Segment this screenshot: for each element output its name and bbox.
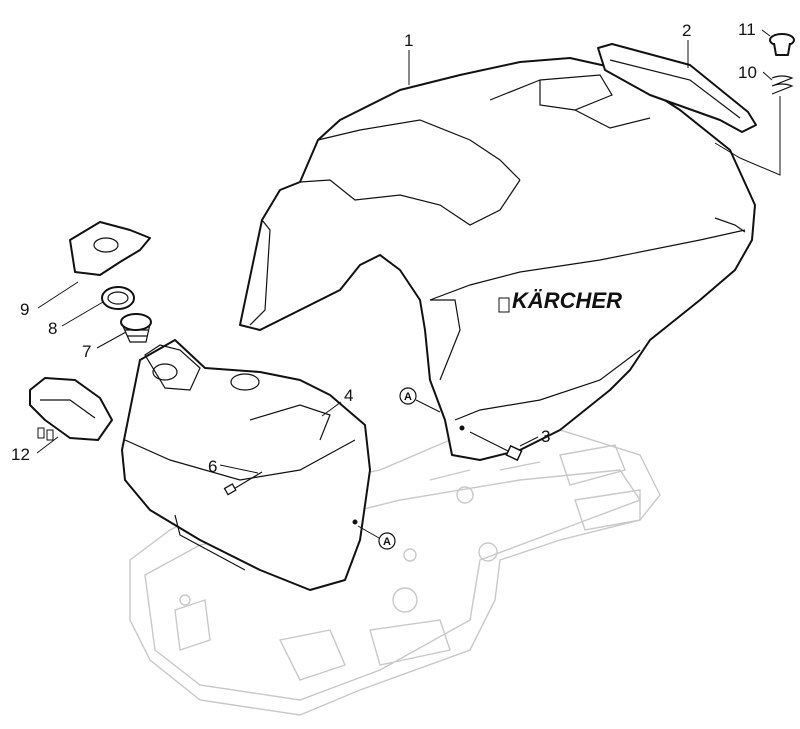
brand-label: KÄRCHER	[512, 288, 622, 313]
ring-part	[101, 286, 135, 310]
svg-text:A: A	[383, 536, 391, 548]
callout-2: 2	[682, 21, 691, 40]
callout-7: 7	[82, 342, 91, 361]
bolt-part	[223, 471, 263, 496]
plug-part	[769, 33, 795, 56]
lid-plate-part	[597, 43, 757, 133]
screw-part	[469, 431, 523, 462]
hood-cover-part: KÄRCHER	[239, 57, 756, 461]
cap-part	[69, 221, 151, 276]
reference-marker-a-lower: A	[378, 532, 396, 550]
tray-holder-part	[29, 377, 113, 441]
callout-11: 11	[738, 20, 756, 39]
tank-part	[121, 339, 371, 591]
callout-6: 6	[208, 457, 217, 476]
spring-part	[771, 75, 794, 95]
callout-8: 8	[48, 319, 57, 338]
callout-1: 1	[404, 31, 413, 50]
callout-3: 3	[541, 427, 550, 446]
callout-12: 12	[11, 445, 30, 464]
callout-9: 9	[20, 300, 29, 319]
reference-marker-a-upper: A	[399, 387, 417, 405]
svg-text:A: A	[404, 391, 412, 403]
logo-icon	[498, 297, 510, 313]
callout-4: 4	[344, 386, 353, 405]
callout-10: 10	[738, 63, 757, 82]
leader-lines	[36, 29, 773, 474]
strainer-part	[120, 313, 152, 343]
